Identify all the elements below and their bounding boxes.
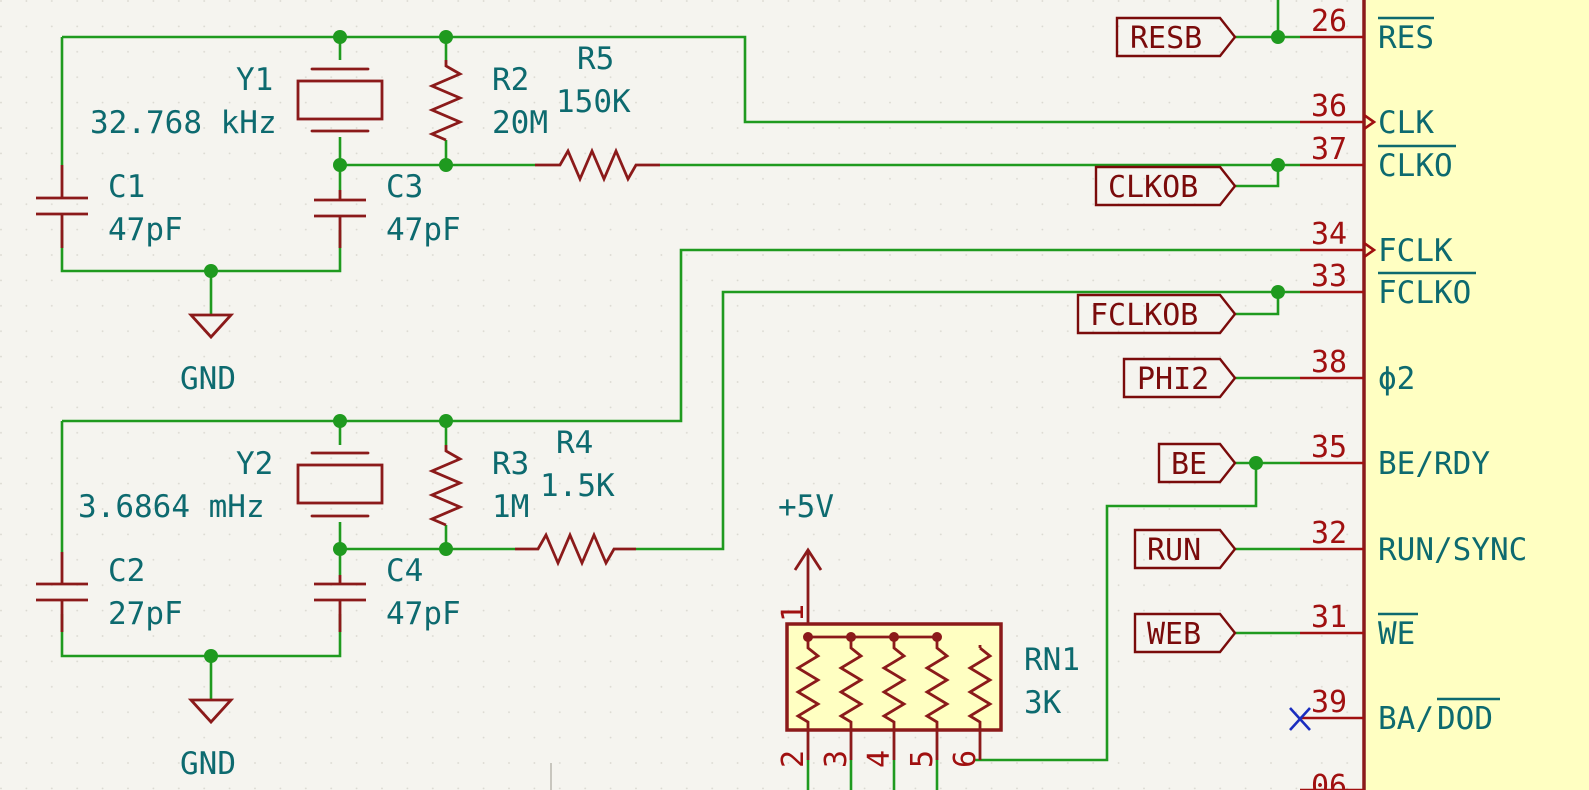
rn1-pin-5: 5 <box>905 750 940 768</box>
capacitor-c3 <box>314 190 366 248</box>
pin-number: 36 <box>1311 89 1347 124</box>
capacitor-c1 <box>36 165 88 248</box>
rn1-ref: RN1 <box>1024 642 1080 678</box>
c3-value: 47pF <box>386 212 461 248</box>
pin-number: 34 <box>1311 217 1347 252</box>
pin-name-res: RES <box>1378 20 1434 56</box>
component-labels: Y1 32.768 kHz R2 20M R5 150K C1 47pF C3 … <box>78 41 1080 782</box>
ground-icon <box>187 313 235 340</box>
rn1-pin-6: 6 <box>948 750 983 768</box>
global-labels: RESB CLKOB FCLKOB PHI2 BE RUN WEB <box>1076 16 1237 654</box>
ic-pin-names: RES CLK CLKO FCLK FCLKO ϕ2 BE/RDY RUN/SY… <box>1378 16 1527 737</box>
global-label-be: BE <box>1171 447 1207 482</box>
pin-name-dod: DOD <box>1437 701 1493 737</box>
pin-name-clk: CLK <box>1378 105 1434 141</box>
global-label-fclkob: FCLKOB <box>1090 298 1198 333</box>
c2-ref: C2 <box>108 553 145 589</box>
pin-name-fclko: FCLKO <box>1378 275 1471 311</box>
resistor-network-rn1: 1 2 3 4 5 6 <box>776 604 1003 768</box>
y1-value: 32.768 kHz <box>90 105 277 141</box>
r3-value: 1M <box>492 489 529 525</box>
c2-value: 27pF <box>108 596 183 632</box>
pin-number: 37 <box>1311 132 1347 167</box>
c4-ref: C4 <box>386 553 423 589</box>
rn1-pin-1: 1 <box>776 604 811 622</box>
capacitor-c4 <box>314 575 366 632</box>
c3-ref: C3 <box>386 169 423 205</box>
pin-name-we: WE <box>1378 616 1415 652</box>
pin-number: 26 <box>1311 4 1347 39</box>
pin-number: 39 <box>1311 685 1347 720</box>
rn1-pin-4: 4 <box>862 750 897 768</box>
r5-ref: R5 <box>577 41 614 77</box>
c1-value: 47pF <box>108 212 183 248</box>
r5-value: 150K <box>556 84 631 120</box>
pin-number: 35 <box>1311 430 1347 465</box>
rn1-pin-3: 3 <box>819 750 854 768</box>
rn1-pin-2: 2 <box>776 750 811 768</box>
ic-body <box>1362 0 1589 790</box>
c1-ref: C1 <box>108 169 145 205</box>
rn1-value: 3K <box>1024 685 1062 721</box>
pin-name-clko: CLKO <box>1378 148 1453 184</box>
resistor-r5 <box>535 147 660 183</box>
pin-number: 33 <box>1311 259 1347 294</box>
pin-number: 38 <box>1311 345 1347 380</box>
crystal-y1 <box>296 67 384 133</box>
crystal-y2 <box>296 451 384 518</box>
y1-ref: Y1 <box>236 62 273 98</box>
pin-name-be-rdy: BE/RDY <box>1378 446 1490 482</box>
resistor-r3 <box>428 445 464 527</box>
wires <box>60 0 1300 790</box>
pin-name-fclk: FCLK <box>1378 233 1453 269</box>
global-label-run: RUN <box>1147 533 1201 568</box>
no-connect-icon <box>1289 707 1311 731</box>
r4-ref: R4 <box>556 425 593 461</box>
pin-number: 06 <box>1311 769 1347 790</box>
resistor-r2 <box>428 60 464 142</box>
r2-ref: R2 <box>492 62 529 98</box>
resistor-r4 <box>515 531 636 567</box>
ic-pin-numbers: 26 36 37 34 33 38 35 32 31 39 06 <box>1311 4 1347 790</box>
ic-pin-lines <box>1300 35 1377 790</box>
power-arrow-icon <box>793 547 823 633</box>
r2-value: 20M <box>492 105 548 141</box>
pin-number: 32 <box>1311 516 1347 551</box>
global-label-phi2: PHI2 <box>1137 362 1209 397</box>
r3-ref: R3 <box>492 446 529 482</box>
r4-value: 1.5K <box>540 468 615 504</box>
global-label-web: WEB <box>1147 617 1201 652</box>
y2-value: 3.6864 mHz <box>78 489 265 525</box>
vcc-label: +5V <box>778 489 834 525</box>
c4-value: 47pF <box>386 596 461 632</box>
gnd-label: GND <box>180 361 236 397</box>
pin-number: 31 <box>1311 600 1347 635</box>
y2-ref: Y2 <box>236 446 273 482</box>
junction-dots <box>204 30 1285 663</box>
global-label-resb: RESB <box>1130 21 1202 56</box>
pin-name-ba: BA/ <box>1378 701 1434 737</box>
ground-icon <box>187 698 235 725</box>
global-label-clkob: CLKOB <box>1108 170 1198 205</box>
capacitor-c2 <box>36 552 88 632</box>
pin-name-phi2: ϕ2 <box>1378 361 1415 397</box>
pin-name-run-sync: RUN/SYNC <box>1378 532 1527 568</box>
gnd-label: GND <box>180 746 236 782</box>
